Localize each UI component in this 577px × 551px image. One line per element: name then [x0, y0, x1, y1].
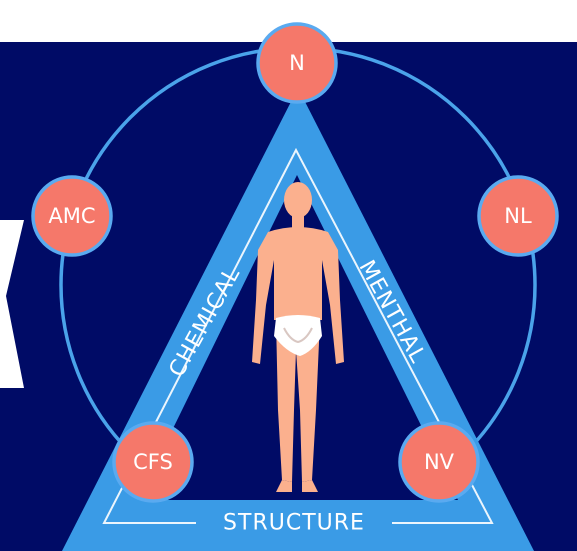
side-label-structure: STRUCTURE: [223, 511, 365, 536]
node-nv-label: NV: [424, 450, 455, 474]
node-amc-label: AMC: [48, 204, 95, 228]
node-nv[interactable]: NV: [400, 423, 478, 501]
node-n-label: N: [289, 51, 305, 75]
node-amc[interactable]: AMC: [33, 177, 111, 255]
node-nl[interactable]: NL: [479, 177, 557, 255]
node-cfs-label: CFS: [133, 450, 173, 474]
node-n[interactable]: N: [258, 24, 336, 102]
node-nl-label: NL: [504, 204, 532, 228]
node-cfs[interactable]: CFS: [114, 423, 192, 501]
